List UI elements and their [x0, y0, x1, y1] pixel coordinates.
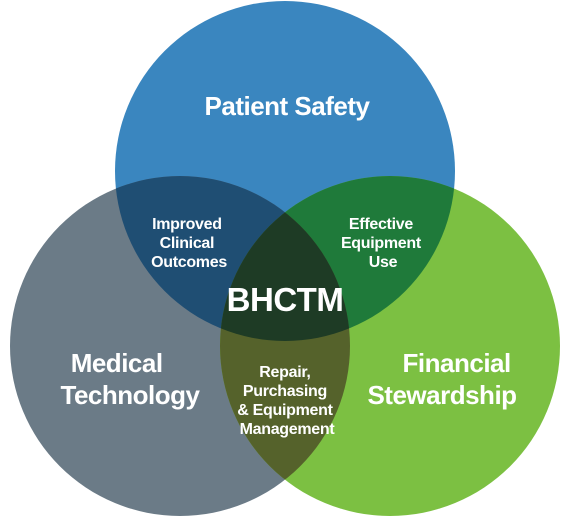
- label-overlap-line: & Equipment: [237, 402, 333, 419]
- label-overlap-line: Outcomes: [151, 254, 227, 271]
- overlap-center: [220, 176, 350, 341]
- label-overlap-line: Clinical: [160, 235, 215, 252]
- label-overlap-line: Management: [240, 421, 336, 438]
- label-effective-equipment-use: Effective Equipment Use: [341, 216, 425, 271]
- label-improved-clinical-outcomes: Improved Clinical Outcomes: [151, 216, 227, 271]
- label-overlap-line: Effective: [349, 216, 413, 233]
- label-repair-purchasing-management: Repair, Purchasing & Equipment Managemen…: [237, 364, 337, 438]
- label-financial-stewardship-line: Stewardship: [367, 380, 516, 410]
- label-medical-technology-line: Technology: [61, 380, 201, 410]
- label-overlap-line: Use: [369, 254, 398, 271]
- label-overlap-line: Repair,: [259, 364, 310, 381]
- label-overlap-line: Equipment: [341, 235, 422, 252]
- label-patient-safety: Patient Safety: [205, 91, 371, 121]
- label-medical-technology: Medical Technology: [61, 348, 201, 410]
- label-financial-stewardship-line: Financial: [403, 348, 511, 378]
- label-overlap-line: Purchasing: [243, 383, 327, 400]
- label-financial-stewardship: Financial Stewardship: [367, 348, 517, 410]
- label-center-bhctm: BHCTM: [227, 281, 344, 318]
- label-medical-technology-line: Medical: [71, 348, 163, 378]
- label-overlap-line: Improved: [152, 216, 222, 233]
